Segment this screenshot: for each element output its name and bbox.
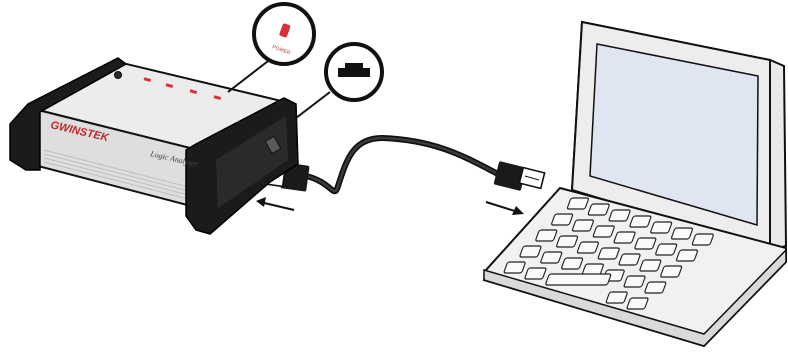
logic-analyzer-device-icon: GWINSTEK Logic Analyzer (10, 58, 298, 234)
usb-a-plug (494, 161, 545, 191)
usb-cable-icon (256, 138, 545, 215)
usb-port-zoom-callout (296, 44, 382, 118)
arrow-left-icon (256, 197, 294, 210)
arrow-right-icon (486, 202, 524, 215)
power-led-zoom-callout: POWER (228, 4, 314, 92)
